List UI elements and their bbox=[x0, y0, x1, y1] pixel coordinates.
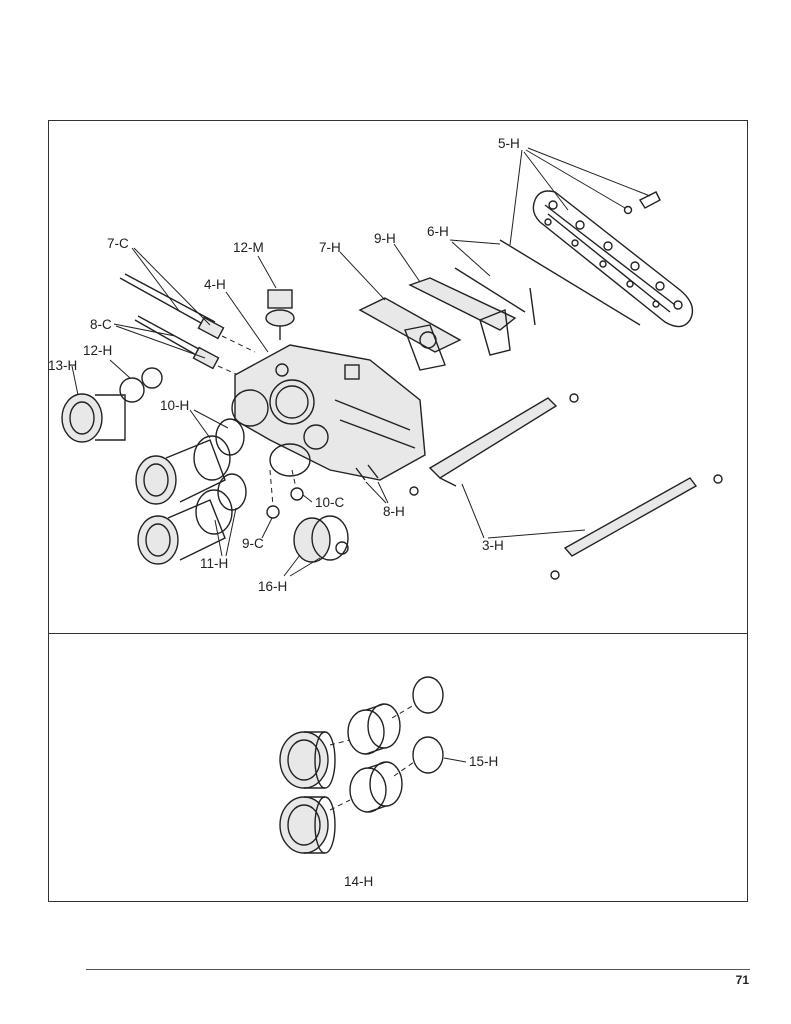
label-11h: 11-H bbox=[200, 556, 228, 571]
label-9h: 9-H bbox=[374, 231, 396, 246]
cover-9h bbox=[408, 277, 517, 356]
sleeve-top bbox=[347, 703, 401, 755]
fitting-12h bbox=[109, 359, 163, 403]
clips-9c-10c bbox=[261, 469, 313, 539]
leader-lines-7c-8c bbox=[113, 247, 211, 359]
bypass-16h bbox=[283, 515, 349, 577]
label-5h: 5-H bbox=[498, 136, 520, 151]
label-14h: 14-H bbox=[344, 874, 373, 889]
label-7c: 7-C bbox=[107, 236, 129, 251]
label-10h: 10-H bbox=[160, 398, 189, 413]
label-15h: 15-H bbox=[469, 754, 498, 769]
alignment-dashes-lower bbox=[329, 704, 467, 811]
label-7h: 7-H bbox=[319, 240, 341, 255]
valve-body-4h bbox=[225, 291, 426, 481]
adapter-13h bbox=[61, 365, 126, 443]
label-12h: 12-H bbox=[83, 343, 112, 358]
probes-7c-8c bbox=[119, 273, 256, 379]
label-13h: 13-H bbox=[48, 358, 77, 373]
cover-7h bbox=[358, 297, 462, 371]
connectors-10h-11h bbox=[135, 409, 311, 565]
nut-bottom-14h bbox=[279, 796, 336, 854]
footer-rule bbox=[86, 969, 750, 970]
brackets-3h bbox=[409, 393, 723, 580]
label-16h: 16-H bbox=[258, 579, 287, 594]
label-12m: 12-M bbox=[233, 240, 264, 255]
label-10c: 10-C bbox=[315, 495, 345, 510]
end-cap-plate-5h bbox=[532, 190, 694, 328]
diagram-frame bbox=[48, 120, 748, 902]
sensor-12m bbox=[257, 255, 295, 340]
sleeve-bottom bbox=[349, 761, 403, 813]
label-9c: 9-C bbox=[242, 536, 264, 551]
nut-top-14h bbox=[279, 731, 336, 789]
orings-15h bbox=[412, 676, 444, 774]
label-8c: 8-C bbox=[90, 317, 112, 332]
panel-divider bbox=[48, 633, 748, 634]
rods-6h bbox=[454, 239, 641, 326]
leader-lines-upper bbox=[339, 239, 501, 301]
label-4h: 4-H bbox=[204, 277, 226, 292]
label-3h: 3-H bbox=[482, 538, 504, 553]
leader-lines-5h bbox=[509, 147, 651, 246]
screws-8h bbox=[355, 464, 389, 504]
label-8h: 8-H bbox=[383, 504, 405, 519]
page-number: 71 bbox=[735, 973, 749, 987]
label-6h: 6-H bbox=[427, 224, 449, 239]
